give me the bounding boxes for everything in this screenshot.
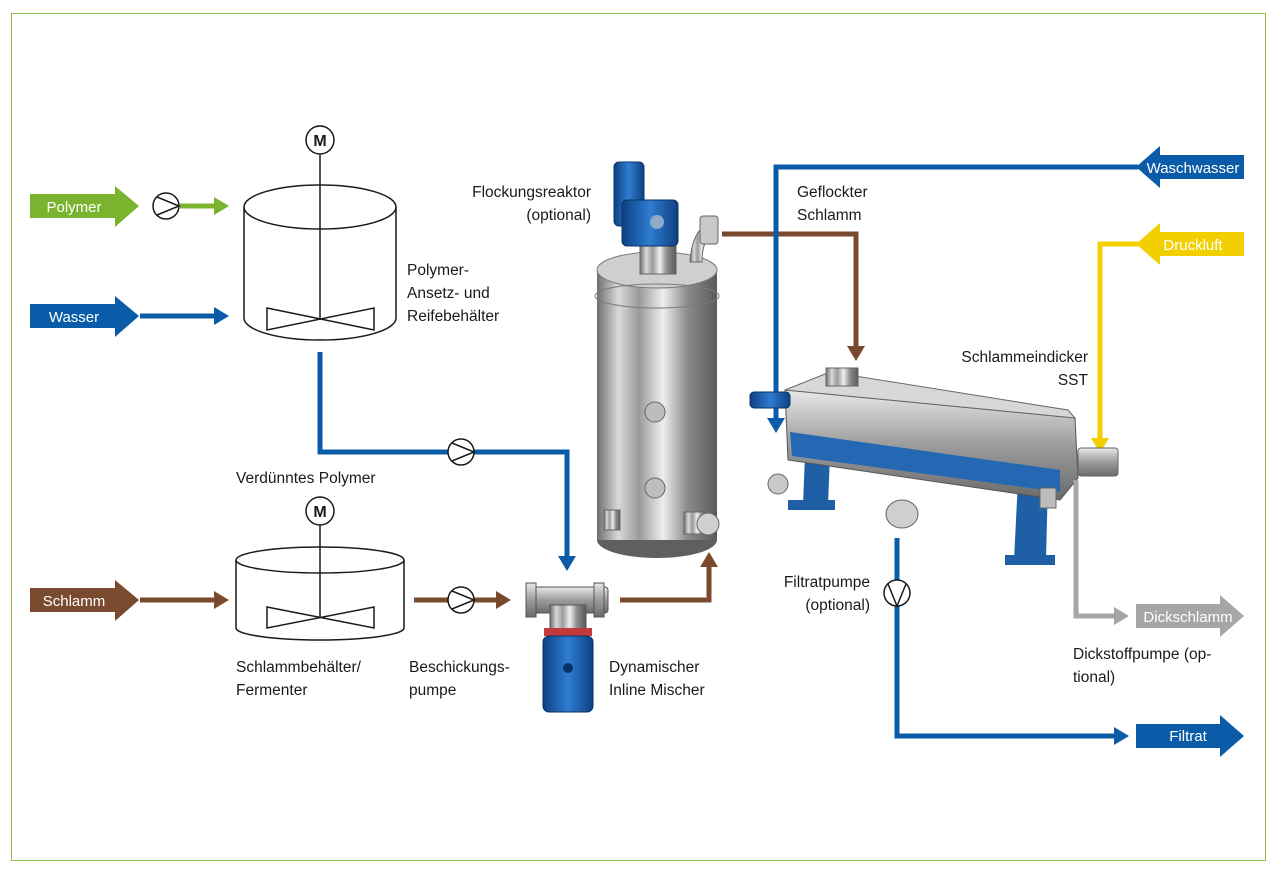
filtrate-line bbox=[894, 538, 1129, 745]
svg-text:Inline Mischer: Inline Mischer bbox=[609, 682, 705, 699]
mixer-to-reactor-line bbox=[620, 552, 718, 603]
reactor-label: Flockungsreaktor (optional) bbox=[472, 184, 591, 224]
polymer-tank bbox=[243, 153, 397, 341]
svg-text:Dynamischer: Dynamischer bbox=[609, 659, 699, 676]
output-arrow-dickschlamm[interactable]: Dickschlamm bbox=[1136, 595, 1244, 637]
sludge-tank-motor-icon: M bbox=[305, 496, 335, 526]
svg-text:Ansetz- und: Ansetz- und bbox=[407, 285, 490, 302]
svg-text:(optional): (optional) bbox=[805, 597, 870, 614]
polymer-tank-motor-icon: M bbox=[305, 125, 335, 155]
inline-mixer-image bbox=[525, 582, 609, 713]
input-label-druckluft: Druckluft bbox=[1163, 237, 1223, 254]
svg-text:pumpe: pumpe bbox=[409, 682, 456, 699]
flocked-sludge-line bbox=[722, 231, 865, 361]
wash-water-line bbox=[767, 164, 1138, 433]
svg-text:Polymer-: Polymer- bbox=[407, 262, 469, 279]
compressed-air-line bbox=[1091, 241, 1138, 453]
output-arrow-filtrat[interactable]: Filtrat bbox=[1136, 715, 1244, 757]
polymer-feed-pump-icon bbox=[447, 438, 476, 466]
input-label-waschwasser: Waschwasser bbox=[1147, 160, 1240, 177]
polymer-line bbox=[180, 197, 229, 215]
svg-text:Schlamm: Schlamm bbox=[797, 207, 862, 224]
svg-text:Flockungsreaktor: Flockungsreaktor bbox=[472, 184, 591, 201]
svg-text:Filtratpumpe: Filtratpumpe bbox=[784, 574, 870, 591]
thick-pump-label: Dickstoffpumpe (op- tional) bbox=[1073, 646, 1211, 686]
diluted-polymer-line bbox=[317, 352, 576, 571]
svg-text:Schlammbehälter/: Schlammbehälter/ bbox=[236, 659, 362, 676]
svg-text:Schlammeindicker: Schlammeindicker bbox=[961, 349, 1088, 366]
polymer-dosing-pump-icon bbox=[152, 192, 181, 220]
input-arrow-waschwasser[interactable]: Waschwasser bbox=[1136, 146, 1244, 188]
svg-text:Dickstoffpumpe (op-: Dickstoffpumpe (op- bbox=[1073, 646, 1211, 663]
input-label-polymer: Polymer bbox=[46, 199, 101, 216]
mixer-label: Dynamischer Inline Mischer bbox=[609, 659, 705, 699]
motor-label: M bbox=[313, 133, 326, 150]
flocked-sludge-label: Geflockter Schlamm bbox=[797, 184, 868, 224]
filtrate-pump-label: Filtratpumpe (optional) bbox=[784, 574, 870, 614]
input-label-wasser: Wasser bbox=[49, 309, 99, 326]
sludge-tank bbox=[235, 524, 405, 641]
svg-text:(optional): (optional) bbox=[526, 207, 591, 224]
output-label-filtrat: Filtrat bbox=[1169, 728, 1207, 745]
svg-text:SST: SST bbox=[1058, 372, 1089, 389]
input-arrow-schlamm[interactable]: Schlamm bbox=[30, 580, 139, 621]
svg-text:tional): tional) bbox=[1073, 669, 1115, 686]
input-arrow-polymer[interactable]: Polymer bbox=[30, 186, 139, 227]
filtrate-pump-icon bbox=[883, 579, 911, 608]
svg-text:Fermenter: Fermenter bbox=[236, 682, 308, 699]
sludge-thickener-image bbox=[749, 367, 1119, 565]
motor-label: M bbox=[313, 504, 326, 521]
polymer-tank-label: Polymer- Ansetz- und Reifebehälter bbox=[407, 262, 499, 325]
thickener-label: Schlammeindicker SST bbox=[961, 349, 1088, 389]
input-label-schlamm: Schlamm bbox=[43, 593, 106, 610]
feed-pump-icon bbox=[447, 586, 476, 614]
input-arrow-druckluft[interactable]: Druckluft bbox=[1136, 223, 1244, 265]
input-arrow-wasser[interactable]: Wasser bbox=[30, 296, 139, 337]
thick-sludge-line bbox=[1073, 480, 1129, 625]
diagram-frame bbox=[11, 13, 1266, 861]
sludge-line bbox=[140, 591, 229, 609]
svg-text:Beschickungs-: Beschickungs- bbox=[409, 659, 510, 676]
sludge-tank-label: Schlammbehälter/ Fermenter bbox=[236, 659, 362, 699]
feed-pump-label: Beschickungs- pumpe bbox=[409, 659, 510, 699]
flocculation-reactor-image bbox=[594, 161, 720, 558]
water-line bbox=[140, 307, 229, 325]
output-label-dickschlamm: Dickschlamm bbox=[1143, 609, 1232, 626]
diluted-polymer-label: Verdünntes Polymer bbox=[236, 470, 376, 487]
svg-text:Reifebehälter: Reifebehälter bbox=[407, 308, 499, 325]
svg-text:Geflockter: Geflockter bbox=[797, 184, 868, 201]
